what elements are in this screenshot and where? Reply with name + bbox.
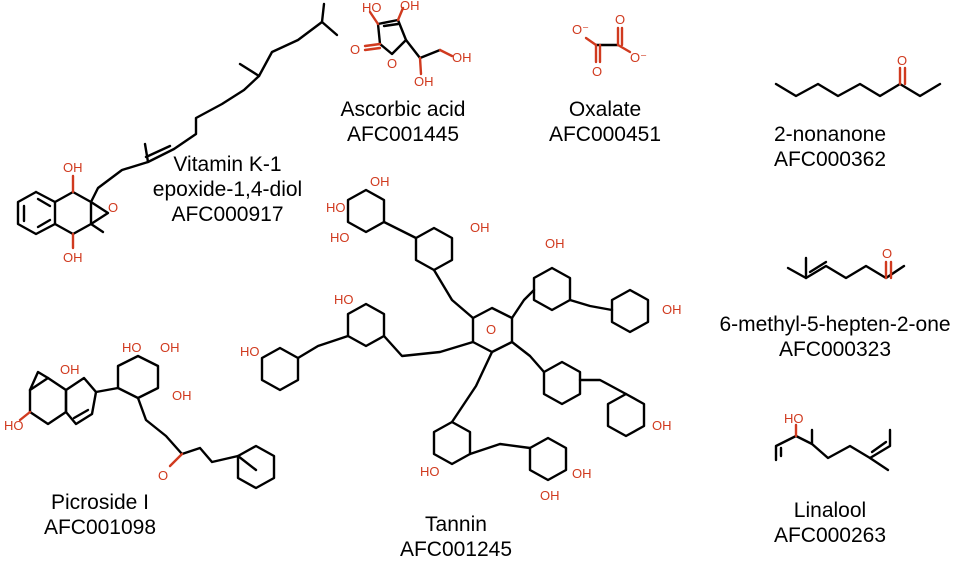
picroside-oh-label-2: HO (122, 340, 142, 355)
oxalate-o-anion-2: O⁻ (630, 50, 647, 65)
ascorbic-oh-label-3: OH (452, 50, 472, 65)
structure-linalool (774, 423, 892, 472)
picroside-ho-label: HO (4, 418, 24, 433)
ascorbic-oh-label-2: OH (414, 74, 434, 89)
nonanone-o-label: O (897, 53, 907, 68)
oxalate-o-2: O (615, 12, 625, 27)
tannin-oh-label-7: OH (540, 488, 560, 503)
ascorbic-o-ring-label: O (387, 56, 397, 71)
compound-name: 2-nonanone (773, 123, 887, 146)
tannin-oh-label-2: OH (470, 220, 490, 235)
tannin-oh-label-3: OH (545, 236, 565, 251)
caption-2-nonanone: 2-nonanone AFC000362 (760, 122, 900, 172)
tannin-oh-label-4: OH (662, 302, 682, 317)
caption-picroside-i: Picroside I AFC001098 (30, 490, 170, 540)
compound-code: AFC001098 (43, 516, 157, 539)
compound-code: AFC000451 (548, 123, 662, 146)
structure-ascorbic-acid (363, 6, 454, 76)
oxalate-o-1: O (592, 64, 602, 79)
compound-name: Linalool (793, 499, 867, 522)
compound-name: Oxalate (568, 98, 642, 121)
compound-name: Ascorbic acid (340, 98, 466, 121)
tannin-ho-label-3: HO (334, 292, 354, 307)
ascorbic-ho-label: HO (362, 0, 382, 15)
picroside-oh-label-4: OH (172, 388, 192, 403)
structure-picroside-i (18, 354, 276, 490)
picroside-oh-label-3: OH (160, 340, 180, 355)
vitk-oh-top-label: OH (63, 160, 83, 175)
ascorbic-o-ketone-label: O (350, 42, 360, 57)
compound-code: AFC001445 (346, 123, 460, 146)
tannin-o-ring-label: O (486, 322, 496, 337)
caption-methylheptenone: 6-methyl-5-hepten-2-one AFC000323 (715, 312, 955, 362)
linalool-ho-label: HO (784, 411, 804, 426)
methylheptenone-o-label: O (882, 246, 892, 261)
compound-name: Picroside I (50, 491, 150, 514)
compound-name: epoxide-1,4-diol (152, 178, 303, 201)
compound-name: Tannin (425, 513, 487, 536)
tannin-ho-label-2: HO (330, 230, 350, 245)
vitk-oh-bottom-label: OH (63, 250, 83, 265)
caption-oxalate: Oxalate AFC000451 (540, 97, 670, 147)
compound-code: AFC000323 (778, 338, 892, 361)
ascorbic-oh-label-1: OH (400, 0, 420, 13)
structure-tannin (260, 188, 650, 482)
tannin-ho-label-4: HO (240, 344, 260, 359)
compound-code: AFC001245 (399, 538, 513, 561)
oxalate-o-anion-1: O⁻ (572, 22, 589, 37)
structure-vitamin-k1-epoxide (16, 2, 339, 250)
tannin-oh-label-5: OH (652, 418, 672, 433)
compound-code: AFC000263 (773, 524, 887, 547)
tannin-ho-label-5: HO (420, 464, 440, 479)
caption-linalool: Linalool AFC000263 (760, 498, 900, 548)
picroside-o-label: O (158, 468, 168, 483)
compound-name: 6-methyl-5-hepten-2-one (719, 313, 951, 336)
tannin-oh-label-1: OH (370, 174, 390, 189)
structure-methylheptenone (786, 256, 906, 280)
structure-2-nonanone (774, 66, 942, 98)
tannin-ho-label-1: HO (326, 200, 346, 215)
compound-code: AFC000917 (171, 203, 284, 226)
caption-vitamin-k1: Vitamin K-1 epoxide-1,4-diol AFC000917 (140, 152, 315, 227)
compound-name: Vitamin K-1 (173, 153, 282, 176)
caption-tannin: Tannin AFC001245 (386, 512, 526, 562)
compound-code: AFC000362 (773, 148, 887, 171)
caption-ascorbic-acid: Ascorbic acid AFC001445 (328, 97, 478, 147)
structure-oxalate (584, 26, 632, 64)
vitk-epoxide-o-label: O (108, 200, 118, 215)
tannin-oh-label-6: OH (572, 466, 592, 481)
picroside-oh-label-1: OH (60, 362, 80, 377)
